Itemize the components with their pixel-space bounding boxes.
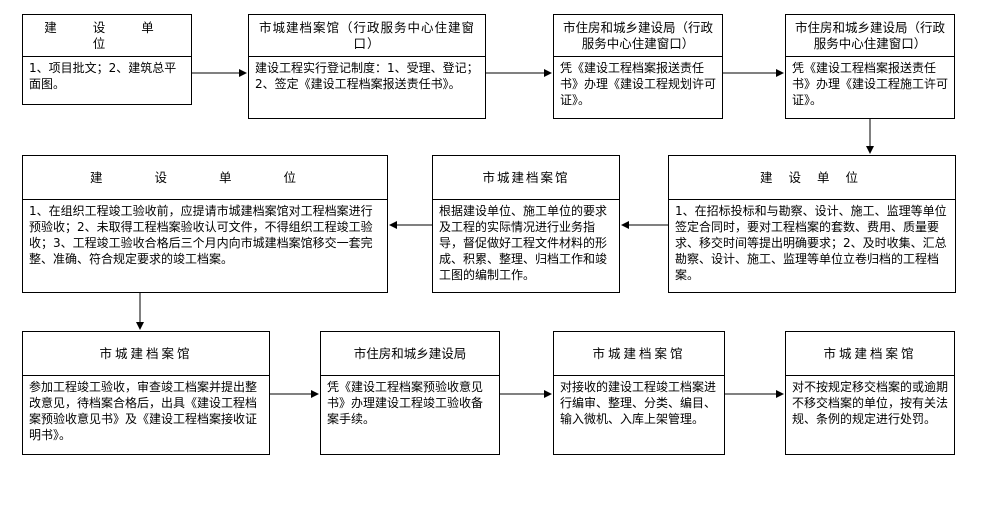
node-body: 1、在组织工程竣工验收前，应提请市城建档案馆对工程档案进行预验收；2、未取得工程… [29,204,373,266]
node-title: 市住房和城乡建设局 [321,332,499,376]
node-construction-unit-acceptance: 建 设 单 位 1、在组织工程竣工验收前，应提请市城建档案馆对工程档案进行预验收… [22,155,388,293]
node-construction-unit-1: 建 设 单 位 1、项目批文；2、建筑总平面图。 [22,14,192,105]
node-archives-pre-acceptance: 市城建档案馆 参加工程竣工验收，审查竣工档案并提出整改意见，待档案合格后，出具《… [22,331,270,455]
node-housing-bureau-filing: 市住房和城乡建设局 凭《建设工程档案预验收意见书》办理建设工程竣工验收备案手续。 [320,331,500,455]
node-body: 对接收的建设工程竣工档案进行编审、整理、分类、编目、输入微机、入库上架管理。 [560,380,717,426]
node-housing-bureau-construction-permit: 市住房和城乡建设局（行政服务中心住建窗口） 凭《建设工程档案报送责任书》办理《建… [785,14,955,119]
node-title: 市城建档案馆 [433,156,619,200]
node-title: 市城建档案馆 [23,332,269,376]
node-archives-penalty: 市城建档案馆 对不按规定移交档案的或逾期不移交档案的单位，按有关法规、条例的规定… [785,331,955,455]
node-archives-window-registration: 市城建档案馆（行政服务中心住建窗口） 建设工程实行登记制度：1、受理、登记；2、… [248,14,486,119]
node-body: 凭《建设工程档案预验收意见书》办理建设工程竣工验收备案手续。 [327,380,484,426]
node-body: 根据建设单位、施工单位的要求及工程的实际情况进行业务指导，督促做好工程文件材料的… [439,204,608,282]
node-body: 对不按规定移交档案的或逾期不移交档案的单位，按有关法规、条例的规定进行处罚。 [792,380,949,426]
node-title: 市城建档案馆 [554,332,724,376]
node-body: 建设工程实行登记制度：1、受理、登记；2、签定《建设工程档案报送责任书》。 [255,61,479,91]
node-title: 市住房和城乡建设局（行政服务中心住建窗口） [786,15,954,57]
node-title: 建 设 单 位 [23,15,191,57]
node-title: 市城建档案馆（行政服务中心住建窗口） [249,15,485,57]
node-housing-bureau-planning-permit: 市住房和城乡建设局（行政服务中心住建窗口） 凭《建设工程档案报送责任书》办理《建… [553,14,723,119]
node-construction-unit-contracts: 建 设 单 位 1、在招标投标和与勘察、设计、施工、监理等单位签定合同时，要对工… [668,155,956,293]
node-title: 市城建档案馆 [786,332,954,376]
node-body: 1、在招标投标和与勘察、设计、施工、监理等单位签定合同时，要对工程档案的套数、费… [675,204,947,282]
node-body: 1、项目批文；2、建筑总平面图。 [29,61,177,91]
node-archives-guidance: 市城建档案馆 根据建设单位、施工单位的要求及工程的实际情况进行业务指导，督促做好… [432,155,620,293]
node-title: 建 设 单 位 [669,156,955,200]
node-title: 市住房和城乡建设局（行政服务中心住建窗口） [554,15,722,57]
node-title: 建 设 单 位 [23,156,387,200]
node-body: 凭《建设工程档案报送责任书》办理《建设工程施工许可证》。 [792,61,949,107]
node-body: 凭《建设工程档案报送责任书》办理《建设工程规划许可证》。 [560,61,717,107]
node-archives-cataloguing: 市城建档案馆 对接收的建设工程竣工档案进行编审、整理、分类、编目、输入微机、入库… [553,331,725,455]
node-body: 参加工程竣工验收，审查竣工档案并提出整改意见，待档案合格后，出具《建设工程档案预… [29,380,258,442]
